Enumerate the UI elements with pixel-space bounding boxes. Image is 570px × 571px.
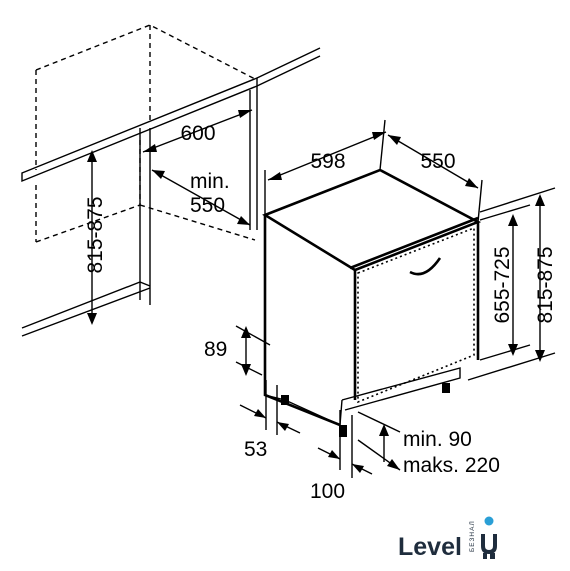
total-height-dimension: 815-875 [467,187,557,381]
niche-depth-min-value: 550 [190,194,225,217]
plinth-height-dimension: 89 [204,325,271,376]
door-gap-dimension: min. 90 maks. 220 [357,411,500,477]
logo-wordmark: Level [398,533,462,561]
total-height-label: 815-875 [534,246,557,323]
dishwasher-body [262,168,482,437]
niche-depth-dimension: min. 550 [151,169,251,226]
logo-subtitle: БЕЗНАЛ [469,520,476,552]
foot-offset-dimension: 100 [310,410,373,503]
niche-cabinet [21,24,321,337]
appliance-width-label: 598 [310,150,345,173]
door-gap-min-label: min. 90 [403,428,472,451]
niche-depth-min-label: min. [190,170,230,193]
logo-accent-dot-icon [484,516,494,526]
plinth-height-label: 89 [204,338,227,361]
appliance-depth-dimension: 550 [387,134,483,223]
foot-offset-label: 100 [310,480,345,503]
appliance-depth-label: 550 [420,150,455,173]
plinth-depth-dimension: 53 [239,380,301,461]
logo-up-mark-icon [481,516,497,559]
niche-width-dimension: 600 [142,109,253,153]
door-height-label: 655-725 [491,246,514,323]
plinth-depth-label: 53 [244,438,267,461]
door-gap-max-label: maks. 220 [403,454,500,477]
level-up-logo: Level БЕЗНАЛ [398,516,497,561]
niche-width-label: 600 [180,122,215,145]
appliance-width-dimension: 598 [264,119,387,215]
niche-height-dimension: 815-875 [84,150,107,325]
door-height-dimension: 655-725 [479,204,531,361]
niche-height-label: 815-875 [84,196,107,273]
